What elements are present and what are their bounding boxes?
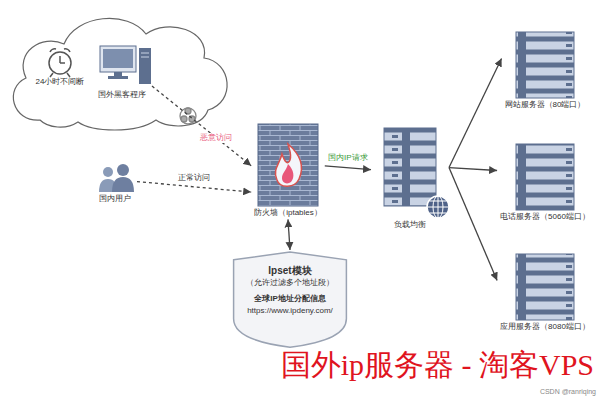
edge-label: 国内IP请求 (326, 153, 370, 163)
biohazard-lobe (181, 116, 187, 122)
shield-shape (234, 252, 347, 347)
watermark: 国外ip服务器 - 淘客VPS (281, 350, 594, 380)
users-icon (99, 164, 134, 192)
node-label: 24小时不间断 (36, 77, 85, 87)
arrow (449, 58, 502, 167)
user-head (103, 167, 113, 177)
shield-text: 全球IP地址分配信息 (254, 294, 326, 304)
cloud-outline (13, 18, 227, 130)
flame-inner (282, 164, 293, 183)
node-label: 负载均衡 (394, 220, 426, 230)
shield-text: Ipset模块 (268, 264, 311, 277)
users-node: 国内用户 (93, 162, 137, 205)
load-balancer-node: 负载均衡 (371, 125, 449, 231)
edge-label: 正常访问 (176, 173, 212, 183)
alarm-clock-icon (49, 49, 71, 77)
server-node: 网站服务器（80端口） (502, 30, 589, 111)
clock-hands (50, 56, 70, 77)
server-rack (516, 32, 574, 98)
shield-text: （允许过滤多个地址段） (246, 278, 334, 288)
globe-meridian (433, 196, 443, 218)
node-label: 网站服务器（80端口） (505, 100, 586, 110)
firewall-node: 防火墙（iptables） (251, 122, 325, 219)
user-body (112, 177, 134, 192)
arrow (449, 168, 497, 171)
dashed-arrow (137, 182, 251, 193)
arrow (325, 166, 371, 170)
ipset-shield: Ipset模块（允许过滤多个地址段） 全球IP地址分配信息 https://www.… (230, 250, 350, 348)
hacker-node: 国外黑客程序 (92, 40, 152, 101)
node-label: 国外黑客程序 (98, 90, 146, 100)
monitor-base (108, 76, 128, 79)
arrow (288, 219, 290, 250)
server-rack (516, 254, 574, 320)
node-label: 防火墙（iptables） (254, 208, 322, 218)
clock-node: 24小时不间断 (33, 47, 88, 88)
monitor (100, 46, 136, 72)
arrow (449, 168, 497, 281)
load-balancer-icon (384, 128, 449, 218)
tower-slots (141, 53, 149, 57)
node-label: 应用服务器（8080端口） (500, 322, 590, 332)
node-label: 电话服务器（5060端口） (500, 212, 590, 222)
server-node: 应用服务器（8080端口） (497, 252, 593, 333)
server-node: 电话服务器（5060端口） (497, 142, 593, 223)
pc-tower (139, 48, 151, 84)
brick-wall (258, 124, 318, 206)
edge-label: 恶意访问 (198, 133, 234, 143)
server-rack (384, 128, 436, 206)
globe-lines (427, 196, 449, 218)
server-rack (516, 144, 574, 210)
flame-outer (275, 144, 301, 186)
shield-text: https://www.ipdeny.com/ (247, 306, 333, 316)
firewall-icon (258, 124, 318, 206)
source-credit: CSDN @ranriqing (540, 388, 596, 395)
monitor-stand (114, 72, 122, 76)
user-head (117, 164, 129, 176)
globe (427, 196, 449, 218)
screen (103, 49, 133, 68)
node-label: 国内用户 (99, 194, 131, 204)
computer-icon (100, 46, 151, 84)
dashed-arrow (152, 86, 251, 166)
